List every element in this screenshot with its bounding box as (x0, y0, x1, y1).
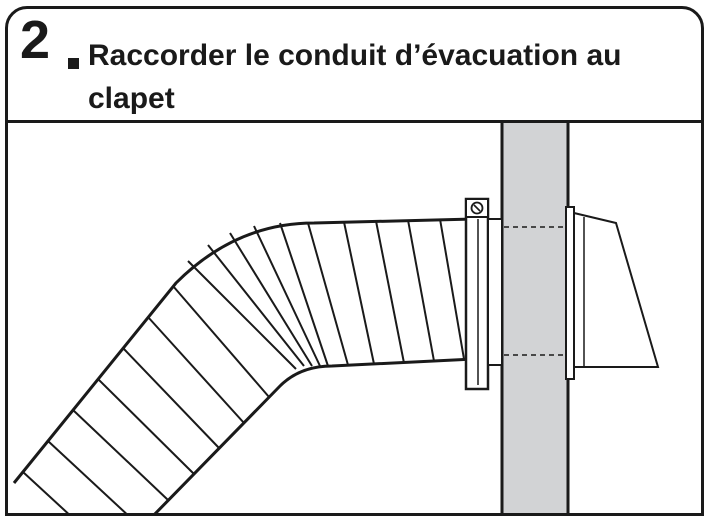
step-number-dot (68, 58, 79, 69)
step-title: Raccorder le conduit d’évacuation au cla… (88, 39, 622, 115)
instruction-panel: 2 Raccorder le conduit d’évacuation au c… (5, 6, 704, 516)
wall-icon (500, 123, 570, 513)
step-number: 2 (20, 10, 50, 70)
vent-cap-icon (565, 206, 660, 380)
step-header: 2 Raccorder le conduit d’évacuation au c… (8, 9, 701, 123)
flexible-duct-icon (12, 217, 475, 513)
clamp-screw-icon (464, 197, 503, 391)
duct-connection-illustration (12, 123, 660, 513)
